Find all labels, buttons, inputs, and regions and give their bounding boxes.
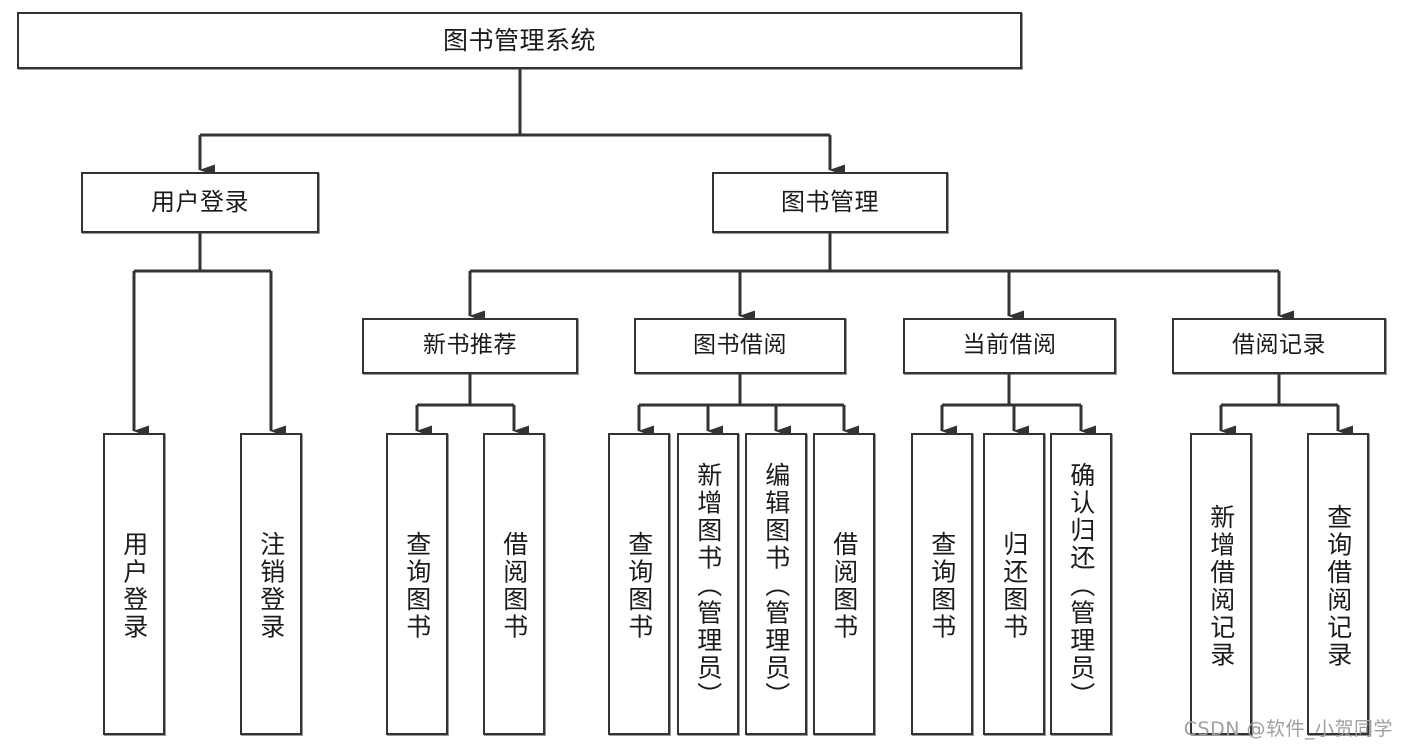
node-label: 查询图书: [624, 531, 654, 641]
node-label: 新增借阅记录: [1206, 503, 1236, 669]
node-leaf-2[interactable]: 查询图书: [386, 433, 448, 735]
node-label: 用户登录: [119, 531, 149, 641]
node-label: 用户登录: [151, 188, 249, 217]
node-label: 借阅记录: [1232, 332, 1326, 359]
node-root-system[interactable]: 图书管理系统: [17, 12, 1022, 69]
node-label: 确认归还（管理员）: [1066, 462, 1096, 710]
node-leaf-0[interactable]: 用户登录: [103, 433, 165, 735]
node-leaf-3[interactable]: 借阅图书: [483, 433, 545, 735]
node-label: 图书管理: [781, 188, 879, 217]
node-leaf-12[interactable]: 查询借阅记录: [1307, 433, 1369, 735]
node-当前借阅-l2[interactable]: 当前借阅: [903, 318, 1116, 374]
node-借阅记录-l2[interactable]: 借阅记录: [1172, 318, 1386, 374]
node-leaf-9[interactable]: 归还图书: [983, 433, 1045, 735]
node-leaf-1[interactable]: 注销登录: [240, 433, 302, 735]
node-leaf-7[interactable]: 借阅图书: [813, 433, 875, 735]
node-label: 新书推荐: [423, 332, 517, 359]
node-label: 查询图书: [402, 531, 432, 641]
node-label: 查询借阅记录: [1323, 503, 1353, 669]
node-label: 图书借阅: [693, 332, 787, 359]
node-图书管理-l1[interactable]: 图书管理: [712, 172, 948, 233]
node-label: 当前借阅: [962, 332, 1057, 359]
node-leaf-5[interactable]: 新增图书（管理员）: [677, 433, 739, 735]
node-label: 借阅图书: [829, 531, 859, 641]
node-用户登录-l1[interactable]: 用户登录: [81, 172, 319, 233]
node-label: 查询图书: [927, 531, 957, 641]
node-label: 编辑图书（管理员）: [761, 462, 791, 710]
node-leaf-4[interactable]: 查询图书: [608, 433, 670, 735]
node-leaf-11[interactable]: 新增借阅记录: [1190, 433, 1252, 735]
tree-connectors: [132, 69, 1353, 437]
node-leaf-6[interactable]: 编辑图书（管理员）: [745, 433, 807, 735]
node-label: 借阅图书: [499, 531, 529, 641]
node-leaf-8[interactable]: 查询图书: [911, 433, 973, 735]
node-图书借阅-l2[interactable]: 图书借阅: [634, 318, 846, 374]
node-label: 图书管理系统: [442, 25, 596, 55]
node-label: 注销登录: [256, 531, 286, 641]
node-label: 归还图书: [999, 531, 1029, 641]
node-label: 新增图书（管理员）: [693, 462, 723, 710]
node-新书推荐-l2[interactable]: 新书推荐: [362, 318, 578, 374]
node-leaf-10[interactable]: 确认归还（管理员）: [1050, 433, 1112, 735]
